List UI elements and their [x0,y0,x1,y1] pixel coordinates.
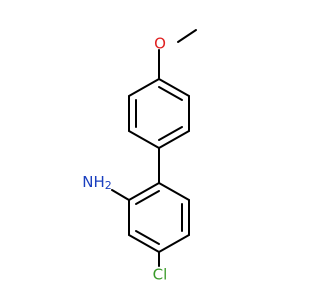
methyl-bond [177,29,197,43]
top-ring-inner-bond-2 [158,126,183,141]
bottom-ring-inner-bond-2 [135,230,160,245]
molecule-structure-canvas: O NH2 Cl [82,29,197,284]
amine-bond [111,189,130,201]
top-ring-inner-bond-1 [158,86,183,101]
top-ring-bond-3 [158,130,190,149]
bottom-ring-bond-4 [128,234,160,253]
oxygen-label: O [154,35,166,53]
bottom-ring-bond-6 [128,182,160,201]
top-ring-bond-1 [158,78,190,97]
bottom-ring-bond-1 [158,182,190,201]
bottom-ring-bond-3 [158,234,190,253]
amine-label-main: NH [82,173,105,191]
top-ring-bond-6 [128,78,160,97]
bottom-ring-inner-bond-3 [135,190,160,205]
amine-label: NH2 [82,173,112,193]
top-ring-bond-4 [128,130,160,149]
chlorine-label: Cl [153,266,168,284]
amine-label-subscript: 2 [105,179,112,192]
